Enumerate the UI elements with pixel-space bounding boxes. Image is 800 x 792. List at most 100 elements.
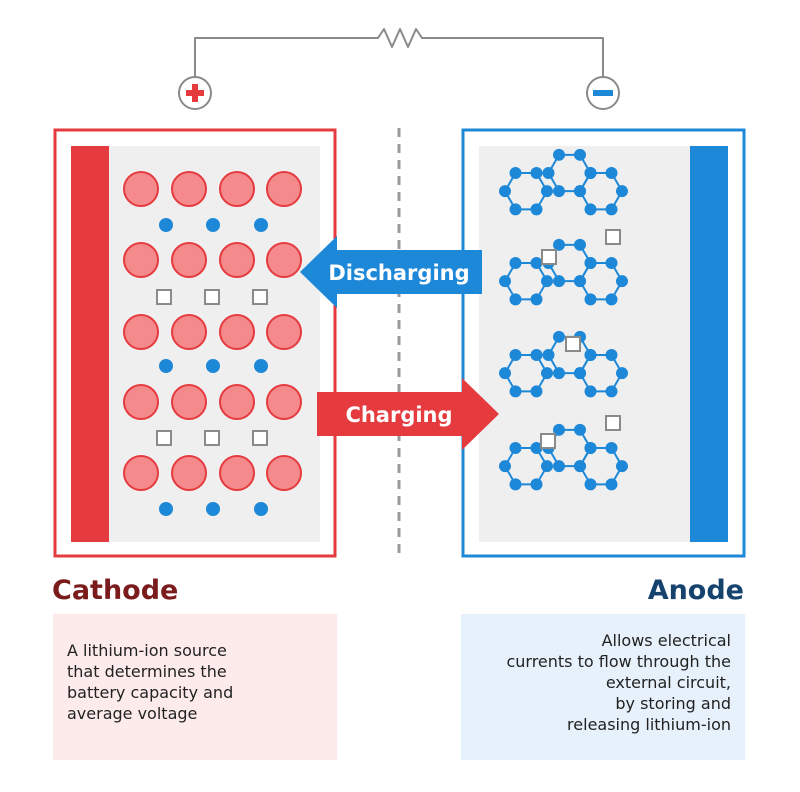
carbon-atom xyxy=(584,293,597,306)
metal-oxide-sphere xyxy=(219,384,255,420)
carbon-atom xyxy=(574,367,586,380)
lithium-ion-dot xyxy=(254,359,268,373)
metal-oxide-sphere xyxy=(171,242,207,278)
anode-description-line: Allows electrical xyxy=(601,631,731,650)
plus-terminal-icon xyxy=(178,76,212,110)
carbon-atom xyxy=(542,167,555,179)
metal-oxide-sphere xyxy=(171,171,207,207)
carbon-atom xyxy=(553,238,565,251)
vacancy-square xyxy=(565,336,581,352)
carbon-atom xyxy=(530,385,543,398)
carbon-atom xyxy=(584,203,597,216)
anode-description-line: releasing lithium-ion xyxy=(567,715,731,734)
lithium-ion-dot xyxy=(206,218,220,232)
metal-oxide-sphere xyxy=(123,171,159,207)
cathode-description-line: A lithium-ion source xyxy=(67,641,227,660)
carbon-atom xyxy=(530,293,543,306)
carbon-atom xyxy=(499,460,511,473)
carbon-atom xyxy=(530,442,543,454)
lithium-ion-dot xyxy=(254,502,268,516)
carbon-atom xyxy=(509,167,522,179)
anode-description-line: by storing and xyxy=(615,694,731,713)
vacancy-square xyxy=(605,229,621,245)
carbon-atom xyxy=(616,367,628,380)
carbon-atom xyxy=(530,349,543,361)
lithium-ion-dot xyxy=(254,218,268,232)
vacancy-square xyxy=(541,249,557,265)
anode-graphite-layers xyxy=(499,148,628,491)
cathode-description-line: battery capacity and xyxy=(67,683,234,702)
carbon-atom xyxy=(574,238,586,251)
discharging-arrow: Discharging xyxy=(300,236,482,308)
carbon-atom xyxy=(553,460,565,473)
carbon-atom xyxy=(553,148,565,161)
vacancy-square xyxy=(540,433,556,449)
metal-oxide-sphere xyxy=(266,384,302,420)
carbon-atom xyxy=(530,167,543,179)
metal-oxide-sphere xyxy=(123,242,159,278)
carbon-atom xyxy=(616,460,628,473)
lithium-ion-dot xyxy=(206,359,220,373)
metal-oxide-sphere xyxy=(266,314,302,350)
metal-oxide-sphere xyxy=(266,455,302,491)
cathode-description-line: that determines the xyxy=(67,662,227,681)
carbon-atom xyxy=(509,257,522,269)
carbon-atom xyxy=(553,367,565,380)
charging-label: Charging xyxy=(345,403,452,427)
metal-oxide-sphere xyxy=(171,314,207,350)
metal-oxide-sphere xyxy=(171,384,207,420)
cathode-description-line: average voltage xyxy=(67,704,198,723)
carbon-atom xyxy=(605,478,618,491)
carbon-atom xyxy=(605,293,618,306)
carbon-atom xyxy=(553,330,565,343)
lithium-ion-dot xyxy=(206,502,220,516)
metal-oxide-sphere xyxy=(266,242,302,278)
carbon-atom xyxy=(509,349,522,361)
charging-arrow: Charging xyxy=(317,378,499,450)
vacancy-square xyxy=(605,415,621,431)
lithium-ion-dot xyxy=(159,359,173,373)
cathode-lattice xyxy=(123,171,302,516)
carbon-atom xyxy=(616,185,628,198)
cathode-description: A lithium-ion source that determines the… xyxy=(53,614,337,760)
carbon-atom xyxy=(574,185,586,198)
carbon-atom xyxy=(574,148,586,161)
anode-electrode xyxy=(461,128,746,558)
vacancy-square xyxy=(156,430,172,446)
carbon-atom xyxy=(574,460,586,473)
carbon-atom xyxy=(499,367,511,380)
cathode-current-collector xyxy=(71,146,109,542)
minus-terminal-icon xyxy=(586,76,620,110)
carbon-atom xyxy=(509,203,522,216)
carbon-atom xyxy=(605,203,618,216)
carbon-atom xyxy=(509,293,522,306)
vacancy-square xyxy=(252,289,268,305)
carbon-atom xyxy=(605,385,618,398)
cathode-title: Cathode xyxy=(52,575,179,606)
metal-oxide-sphere xyxy=(123,455,159,491)
anode-title: Anode xyxy=(647,575,744,606)
carbon-atom xyxy=(605,167,618,179)
carbon-atom xyxy=(553,275,565,288)
carbon-atom xyxy=(605,442,618,454)
discharging-label: Discharging xyxy=(328,261,469,285)
carbon-atom xyxy=(605,349,618,361)
lithium-ion-dot xyxy=(159,502,173,516)
anode-description: Allows electrical currents to flow throu… xyxy=(461,614,745,760)
carbon-atom xyxy=(541,460,553,473)
lithium-ion-dot xyxy=(159,218,173,232)
carbon-atom xyxy=(584,257,597,269)
carbon-atom xyxy=(584,349,597,361)
metal-oxide-sphere xyxy=(266,171,302,207)
metal-oxide-sphere xyxy=(219,242,255,278)
carbon-atom xyxy=(541,367,553,380)
cathode-electrode xyxy=(53,128,337,558)
carbon-atom xyxy=(584,167,597,179)
vacancy-square xyxy=(204,289,220,305)
metal-oxide-sphere xyxy=(219,171,255,207)
carbon-atom xyxy=(530,257,543,269)
carbon-atom xyxy=(530,203,543,216)
carbon-atom xyxy=(574,275,586,288)
carbon-atom xyxy=(499,275,511,288)
